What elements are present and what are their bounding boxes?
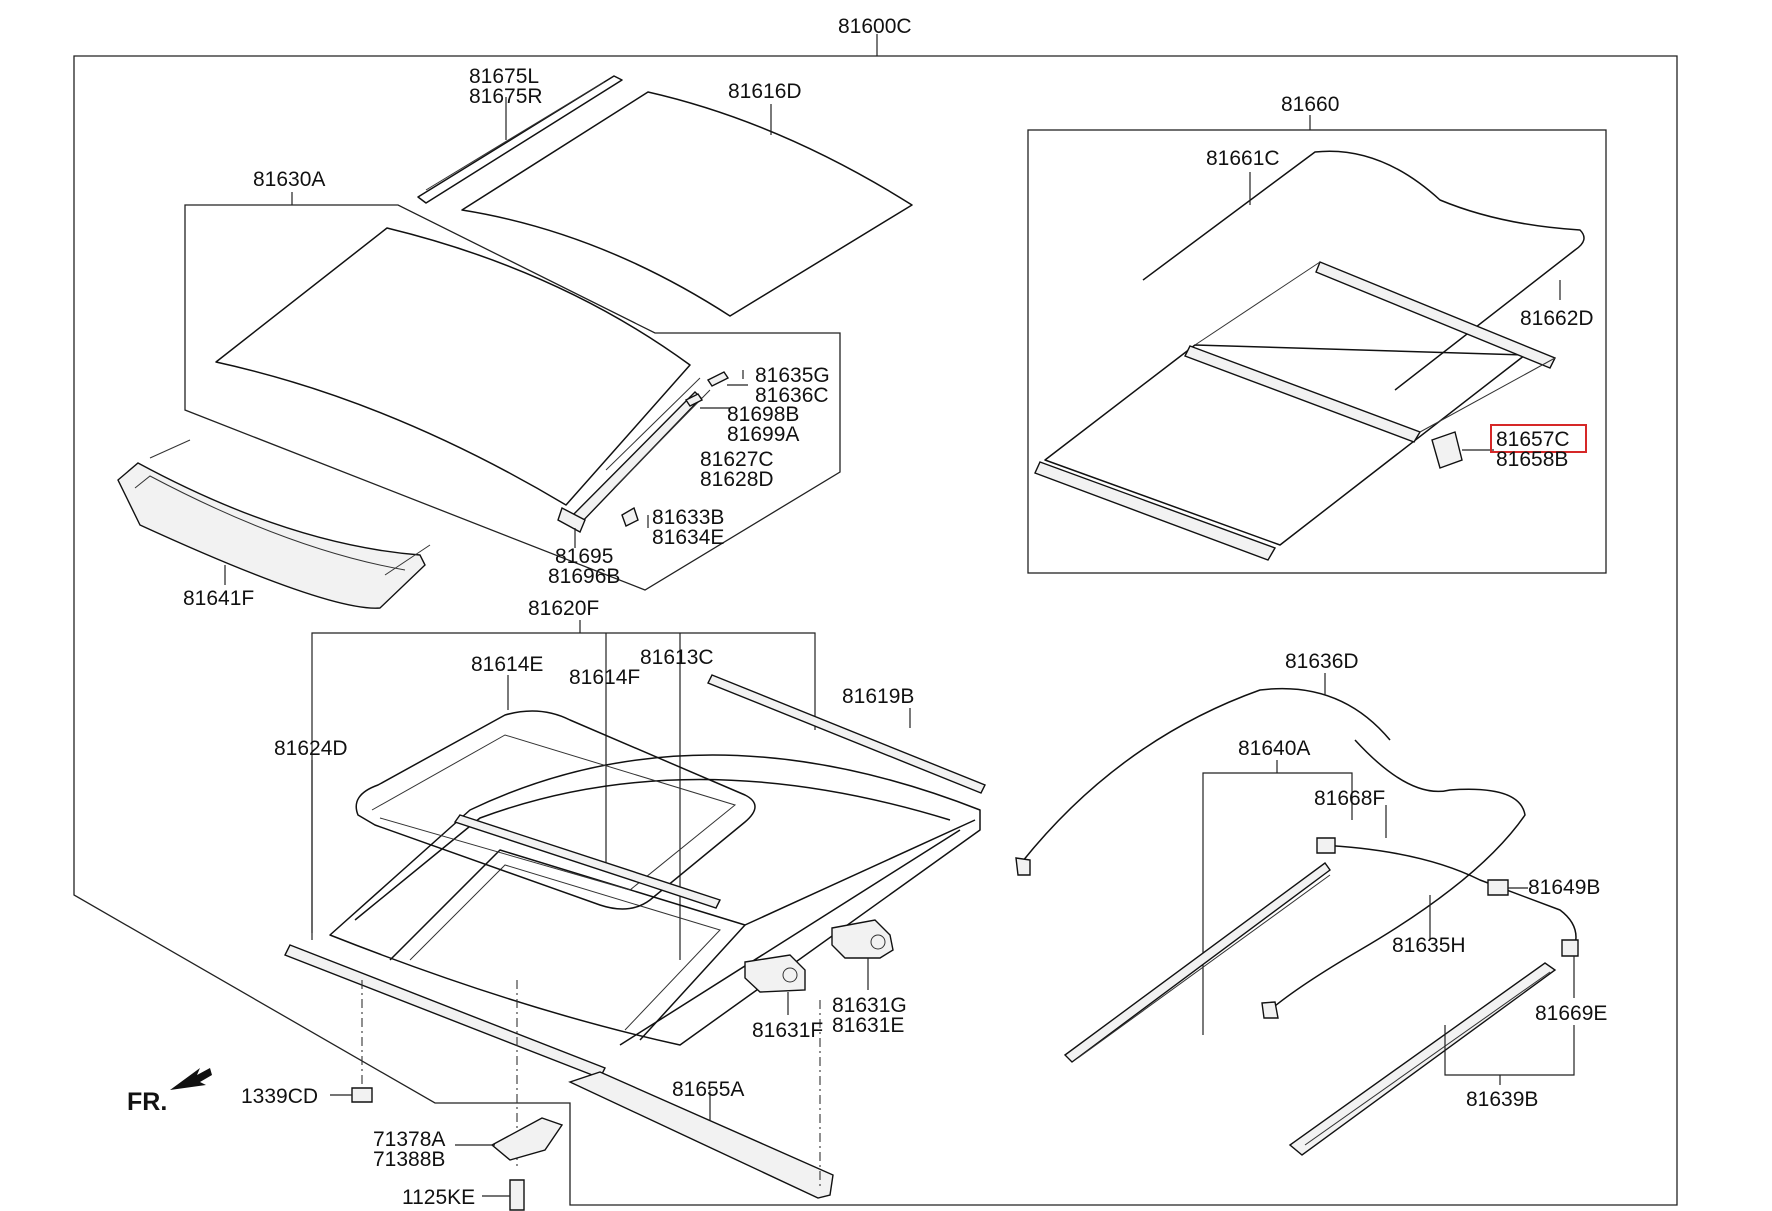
label-81620F: 81620F bbox=[528, 597, 599, 620]
label-81655A: 81655A bbox=[672, 1078, 744, 1101]
label-81614F: 81614F bbox=[569, 666, 640, 689]
label-81641F: 81641F bbox=[183, 587, 254, 610]
motor-81631F bbox=[744, 954, 806, 1015]
label-71388B: 71388B bbox=[373, 1148, 445, 1171]
front-strip-81624D bbox=[284, 760, 606, 1079]
front-arrow-icon bbox=[170, 1068, 212, 1090]
motor-81631G bbox=[831, 919, 894, 990]
highlight-box-81657C bbox=[1490, 424, 1587, 453]
label-81657C: 81657C bbox=[1496, 428, 1570, 451]
label-81627C: 81627C bbox=[700, 448, 774, 471]
label-81668F: 81668F bbox=[1314, 787, 1385, 810]
label-81695: 81695 bbox=[555, 545, 613, 568]
frame-bracket-81630A bbox=[184, 192, 841, 591]
label-81631F: 81631F bbox=[752, 1019, 823, 1042]
label-81630A: 81630A bbox=[253, 168, 325, 191]
label-81675R: 81675R bbox=[469, 85, 543, 108]
label-81696B: 81696B bbox=[548, 565, 620, 588]
label-81661C: 81661C bbox=[1206, 147, 1280, 170]
deflector-strip bbox=[417, 75, 623, 204]
label-81624D: 81624D bbox=[274, 737, 348, 760]
label-81662D: 81662D bbox=[1520, 307, 1594, 330]
label-81649B: 81649B bbox=[1528, 876, 1600, 899]
clip-71378A bbox=[455, 1117, 564, 1161]
sunshade-box-81660 bbox=[1027, 115, 1607, 574]
label-81619B: 81619B bbox=[842, 685, 914, 708]
label-71378A: 71378A bbox=[373, 1128, 445, 1151]
drain-hose-81635H bbox=[1261, 739, 1526, 1019]
label-81628D: 81628D bbox=[700, 468, 774, 491]
label-81699A: 81699A bbox=[727, 423, 799, 446]
label-81640A: 81640A bbox=[1238, 737, 1310, 760]
label-81631G: 81631G bbox=[832, 994, 907, 1017]
label-81634E: 81634E bbox=[652, 526, 724, 549]
label-81658B: 81658B bbox=[1496, 448, 1568, 471]
glass-panel-81616D bbox=[461, 91, 913, 317]
guide-rail-81639B bbox=[1288, 962, 1575, 1156]
drive-cable-81636D bbox=[1015, 673, 1391, 876]
label-81675L: 81675L bbox=[469, 65, 539, 88]
bolt-1125KE bbox=[482, 1179, 525, 1211]
assembly-frame-81600C bbox=[73, 34, 1678, 1206]
nut-1339CD bbox=[330, 1087, 373, 1103]
label-81616D: 81616D bbox=[728, 80, 802, 103]
label-81698B: 81698B bbox=[727, 403, 799, 426]
connector-81669E bbox=[1561, 939, 1579, 998]
label-1339CD: 1339CD bbox=[241, 1085, 318, 1108]
clip-81649B bbox=[1487, 879, 1528, 896]
label-1125KE: 1125KE bbox=[402, 1186, 475, 1209]
label-81600C: 81600C bbox=[838, 15, 912, 38]
label-81636C: 81636C bbox=[755, 384, 829, 407]
label-81631E: 81631E bbox=[832, 1014, 904, 1037]
main-frame-81620F bbox=[311, 620, 986, 1046]
label-81660: 81660 bbox=[1281, 93, 1339, 116]
label-81669E: 81669E bbox=[1535, 1002, 1607, 1025]
label-81635G: 81635G bbox=[755, 364, 830, 387]
drain-channel-81641F bbox=[117, 439, 431, 609]
guide-rail-81640A bbox=[1063, 760, 1353, 1063]
label-81636D: 81636D bbox=[1285, 650, 1359, 673]
label-81614E: 81614E bbox=[471, 653, 543, 676]
part-labels: 81600C 81675L 81675R 81616D 81630A 81635… bbox=[127, 15, 1607, 1209]
label-81633B: 81633B bbox=[652, 506, 724, 529]
label-81635H: 81635H bbox=[1392, 934, 1466, 957]
label-81613C: 81613C bbox=[640, 646, 714, 669]
label-81639B: 81639B bbox=[1466, 1088, 1538, 1111]
label-fr: FR. bbox=[127, 1088, 167, 1116]
cable-81668F bbox=[1316, 805, 1577, 946]
rear-strip-81655A bbox=[568, 1071, 834, 1199]
